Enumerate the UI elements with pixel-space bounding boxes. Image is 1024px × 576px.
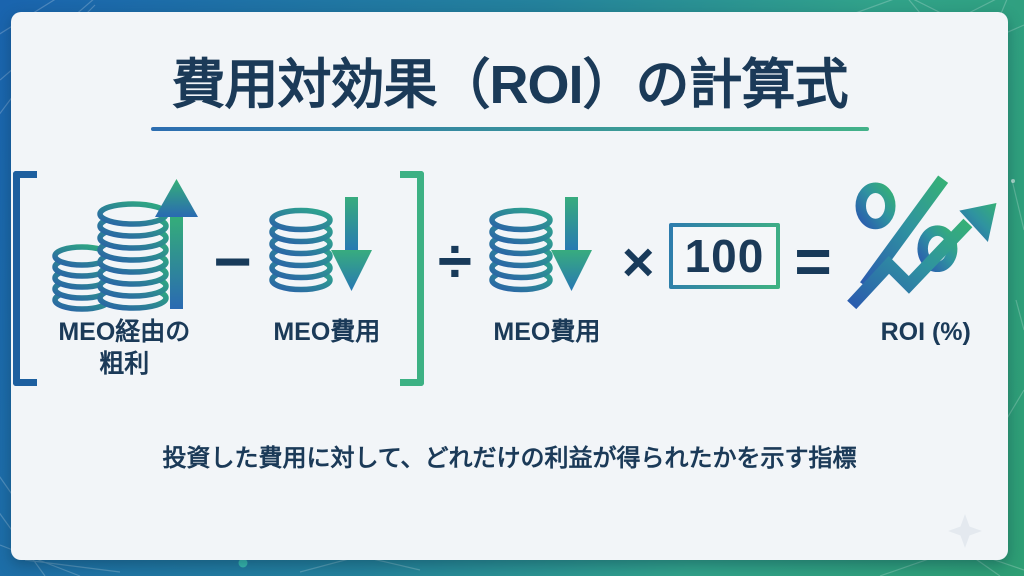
title-underline [150, 127, 869, 132]
divide-operator: ÷ [437, 226, 472, 296]
formula-term-gross-profit: MEO経由の 粗利 [49, 171, 199, 380]
percent-growth-arrow-icon [846, 175, 997, 310]
gross-profit-label-line2: 粗利 [99, 349, 150, 378]
sparkle-icon [948, 514, 982, 548]
page-title: 費用対効果（ROI）の計算式 [171, 55, 848, 115]
formula-term-roi: ROI (%) [846, 171, 1006, 348]
right-bracket [399, 171, 424, 387]
meo-cost-label-1: MEO費用 [273, 318, 381, 347]
formula-term-meo-cost-2: MEO費用 [486, 171, 608, 348]
meo-cost-label-2: MEO費用 [493, 318, 601, 347]
content-card: 費用対効果（ROI）の計算式 [11, 12, 1008, 560]
equals-operator: = [794, 225, 832, 298]
coins-stack-up-arrow-icon [52, 179, 199, 313]
roi-label: ROI (%) [880, 318, 971, 347]
minus-operator: − [213, 224, 252, 299]
caption-text: 投資した費用に対して、どれだけの利益が得られたかを示す指標 [162, 445, 857, 473]
multiply-operator: × [621, 229, 655, 293]
constant-100-box: 100 [668, 223, 781, 290]
teal-dot-decoration [238, 558, 248, 568]
coins-stack-down-arrow-icon [269, 197, 372, 293]
left-bracket [13, 171, 38, 387]
roi-formula: MEO経由の 粗利 − [11, 171, 1008, 387]
gross-profit-label-line1: MEO経由の [58, 318, 191, 347]
formula-term-meo-cost-1: MEO費用 [266, 171, 388, 348]
constant-100-value: 100 [672, 227, 777, 286]
coins-stack-down-arrow-icon [489, 197, 592, 293]
